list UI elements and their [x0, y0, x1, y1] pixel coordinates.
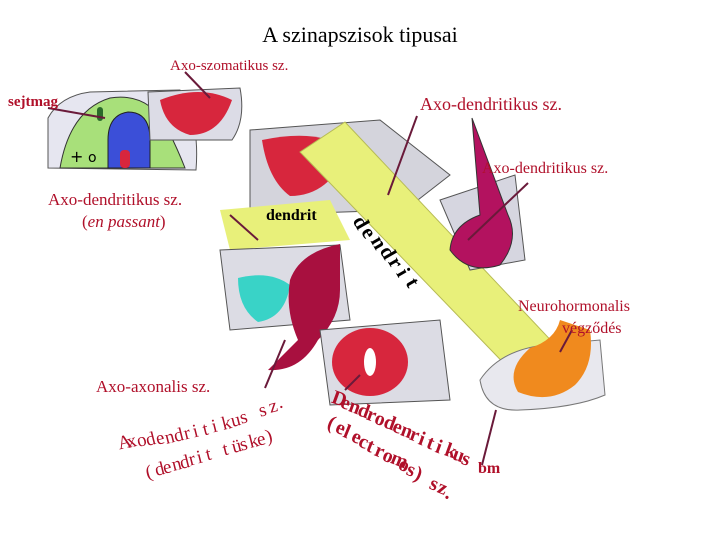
label-en-passant-close: ): [160, 212, 166, 231]
label-dendrite-small: dendrit: [266, 207, 317, 225]
label-en-passant-italic: en passant: [88, 212, 160, 231]
label-axo-dendritic-right: Axo-dendritikus sz.: [482, 160, 608, 178]
label-axo-dendritic-passant: Axo-dendritikus sz.: [48, 190, 182, 210]
label-en-passant: (en passant): [82, 212, 166, 232]
page-title: A szinapszisok tipusai: [0, 22, 720, 48]
soma-vesicle: [97, 107, 103, 121]
label-axo-somatic: Axo-szomatikus sz.: [170, 58, 288, 75]
label-bm: bm: [478, 460, 500, 478]
label-axo-axonal: Axo-axonalis sz.: [96, 377, 210, 397]
soma-mark-plus: +: [70, 147, 83, 166]
label-axo-dendritic-top: Axo-dendritikus sz.: [420, 94, 562, 115]
nucleus-inner: [120, 150, 130, 168]
label-neurohormonal-line2: végződés: [562, 320, 622, 338]
red-spine-inner: [364, 348, 376, 376]
label-neurohormonal-line1: Neurohormonalis: [518, 298, 630, 316]
soma-mark-o: o: [88, 150, 97, 166]
label-nucleus: sejtmag: [8, 94, 58, 111]
